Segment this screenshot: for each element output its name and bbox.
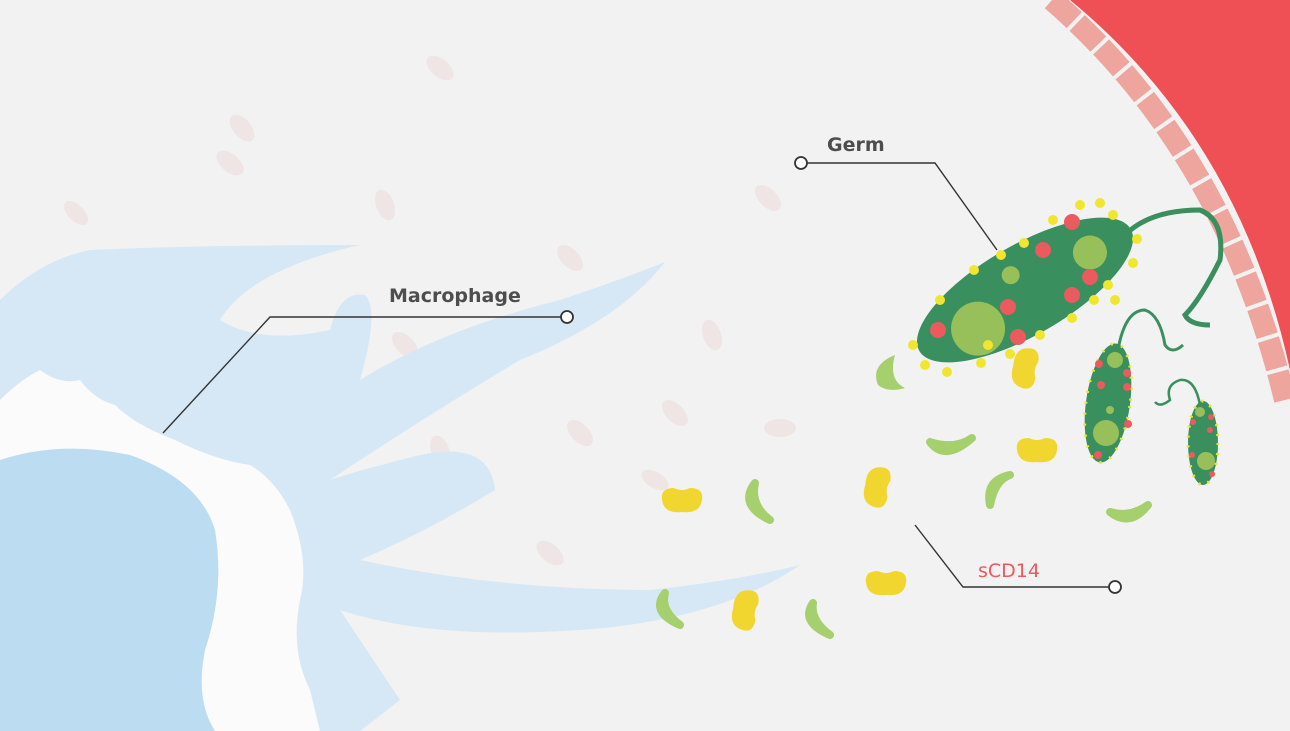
macrophage-callout-dot: [560, 310, 574, 324]
background-cells: [63, 55, 796, 566]
germ-callout-dot: [794, 156, 808, 170]
germ-large: [908, 198, 1224, 377]
germ-small: [1154, 378, 1220, 487]
germ-medium: [1083, 308, 1185, 464]
macrophage-label: Macrophage: [389, 285, 521, 307]
scd14-label: sCD14: [978, 560, 1040, 582]
germ-label: Germ: [827, 134, 885, 156]
scd14-callout-dot: [1108, 580, 1122, 594]
blood-vessel: [1044, 0, 1290, 403]
callout-lines: [162, 162, 1109, 588]
macrophage: [0, 245, 800, 731]
scd14-molecules: [656, 345, 1152, 639]
